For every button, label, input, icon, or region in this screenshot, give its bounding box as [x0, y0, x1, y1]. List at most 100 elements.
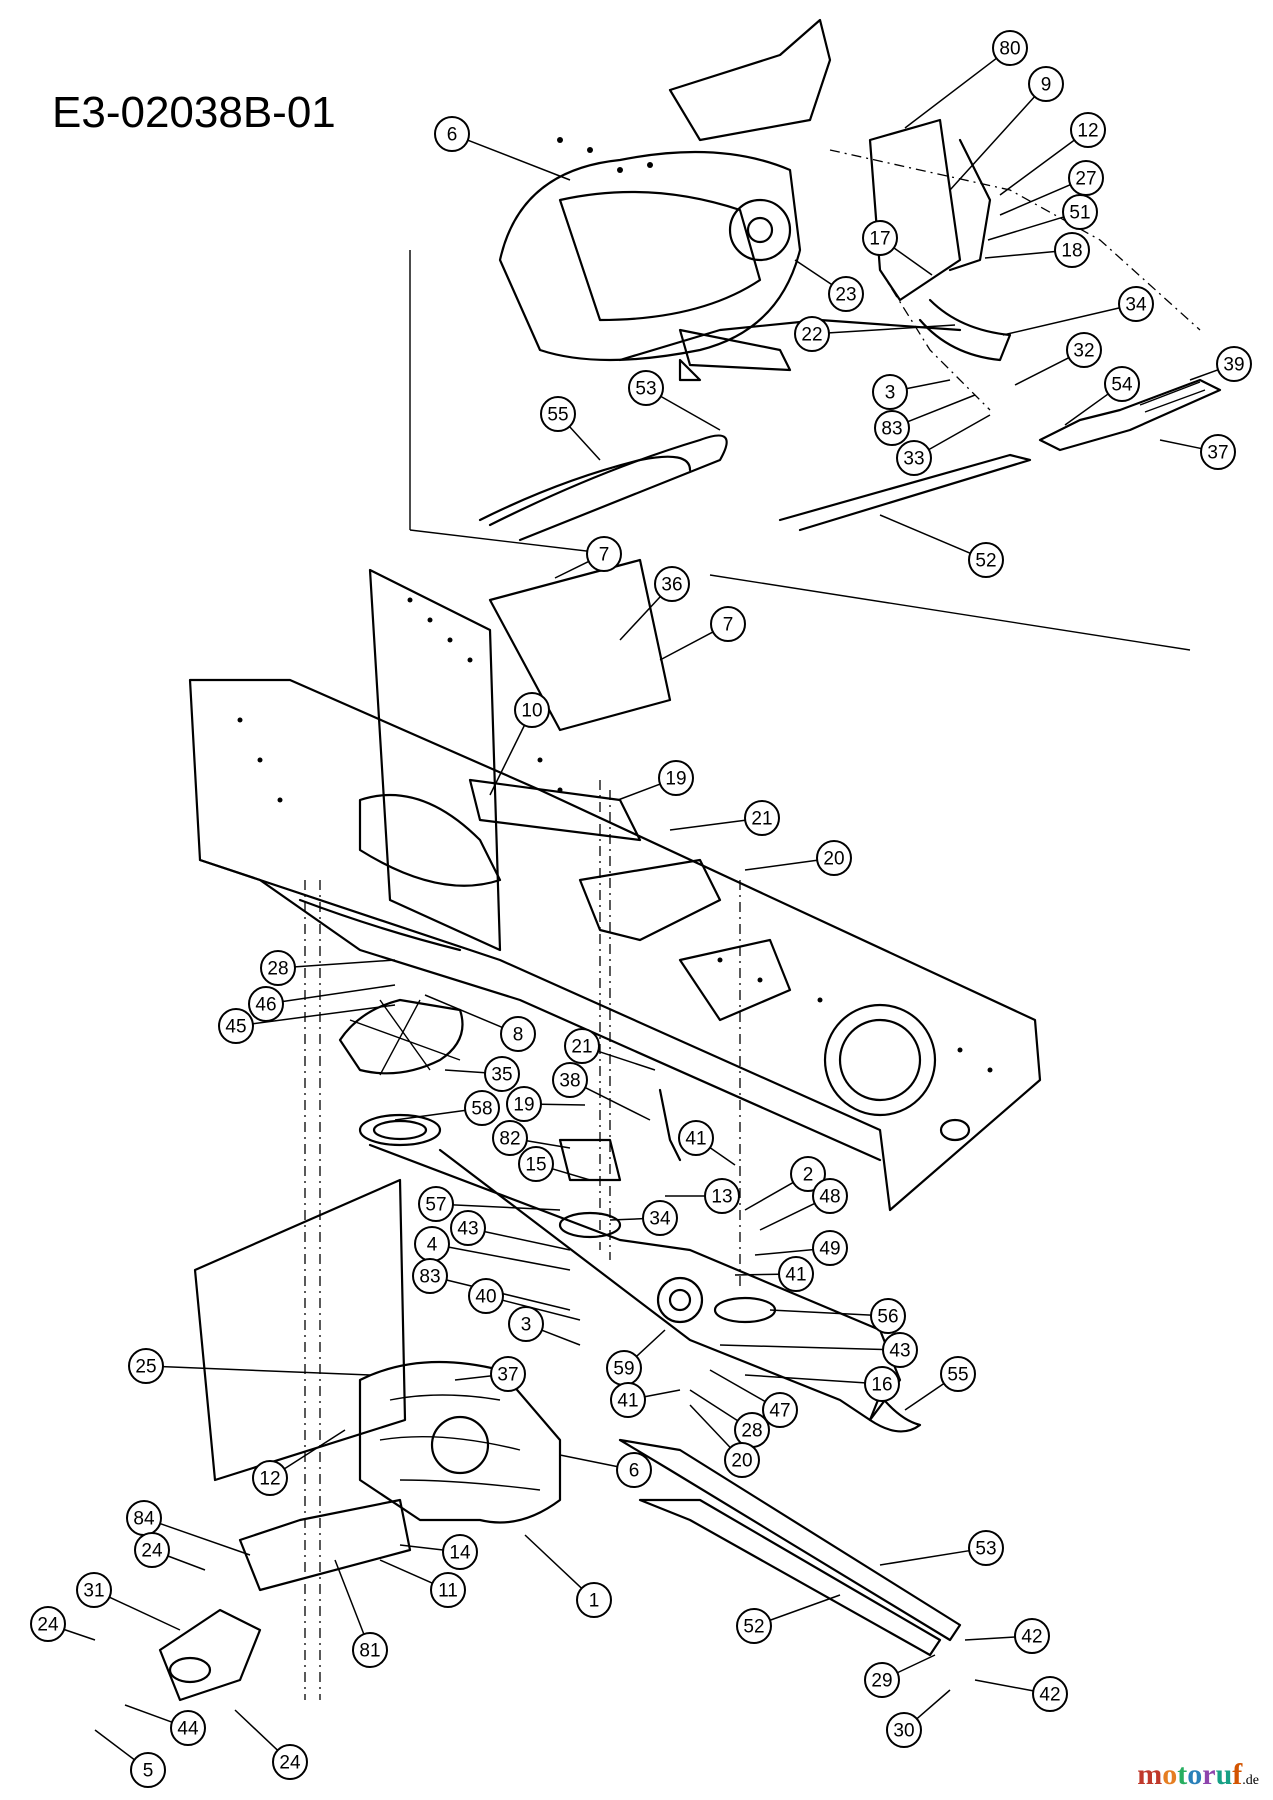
- callout-bubble: [1118, 286, 1154, 322]
- callout-leader: [719, 1344, 884, 1351]
- callout-38: 38: [552, 1062, 651, 1121]
- callout-leader: [252, 1004, 396, 1025]
- callout-label: 16: [871, 1375, 892, 1396]
- callout-leader: [452, 1204, 561, 1211]
- callout-label: 47: [769, 1401, 790, 1422]
- callout-label: 84: [133, 1509, 155, 1530]
- callout-bubble: [610, 1382, 646, 1418]
- callout-label: 51: [1069, 203, 1090, 224]
- callout-24: 24: [30, 1606, 96, 1642]
- callout-leader: [660, 395, 721, 431]
- watermark-letter: o: [1187, 1758, 1203, 1791]
- callout-label: 1: [589, 1591, 600, 1612]
- callout-label: 34: [649, 1209, 671, 1230]
- callout-53: 53: [879, 1530, 1004, 1566]
- watermark-letter: t: [1177, 1758, 1188, 1791]
- callout-34: 34: [1002, 286, 1154, 336]
- callout-leader: [904, 1382, 945, 1411]
- callout-label: 22: [801, 325, 822, 346]
- pulley-assembly: [338, 998, 902, 1422]
- callout-6: 6: [434, 116, 571, 181]
- callout-leader: [526, 1140, 571, 1149]
- callout-40: 40: [468, 1278, 581, 1321]
- watermark-letter: f: [1232, 1758, 1243, 1791]
- callout-7: 7: [659, 606, 746, 661]
- callout-bubble: [896, 440, 932, 476]
- chassis-frame: [188, 558, 1042, 1700]
- callout-label: 30: [893, 1721, 914, 1742]
- callout-34: 34: [609, 1200, 678, 1236]
- callout-bubble: [628, 370, 664, 406]
- callout-label: 27: [1075, 169, 1096, 190]
- callout-label: 81: [359, 1641, 380, 1662]
- callout-label: 44: [177, 1719, 199, 1740]
- callout-leader: [540, 1103, 586, 1106]
- callout-83: 83: [874, 394, 976, 446]
- callout-leader: [1064, 393, 1109, 426]
- callout-label: 25: [135, 1357, 156, 1378]
- callout-bubble: [260, 950, 296, 986]
- callout-leader: [734, 1273, 780, 1276]
- callout-bubble: [968, 542, 1004, 578]
- callout-leader: [759, 1202, 816, 1231]
- callout-label: 24: [279, 1753, 301, 1774]
- callout-bubble: [778, 1256, 814, 1292]
- callout-bubble: [464, 1090, 500, 1126]
- callout-label: 10: [521, 701, 542, 722]
- callout-bubble: [1032, 1676, 1068, 1712]
- callout-leader: [559, 1454, 618, 1468]
- callout-bubble: [442, 1534, 478, 1570]
- callout-56: 56: [769, 1298, 906, 1334]
- callout-bubble: [870, 1298, 906, 1334]
- callout-37: 37: [1159, 434, 1236, 470]
- callout-bubble: [940, 1356, 976, 1392]
- callout-bubble: [484, 1056, 520, 1092]
- callout-leader: [159, 1522, 251, 1556]
- callout-bubble: [1014, 1618, 1050, 1654]
- callout-36: 36: [619, 566, 690, 641]
- callout-39: 39: [1189, 346, 1252, 382]
- callout-bubble: [128, 1348, 164, 1384]
- callout-label: 29: [871, 1671, 892, 1692]
- callout-24: 24: [134, 1532, 206, 1571]
- callout-bubble: [882, 1332, 918, 1368]
- callout-leader: [744, 859, 818, 871]
- callout-leader: [1159, 439, 1202, 450]
- callout-bubble: [812, 1178, 848, 1214]
- callout-bubble: [1070, 112, 1106, 148]
- callout-25: 25: [128, 1348, 371, 1384]
- callout-leader: [689, 1389, 739, 1422]
- callout-bubble: [248, 986, 284, 1022]
- callout-42: 42: [974, 1676, 1068, 1712]
- callout-label: 28: [741, 1421, 762, 1442]
- callout-6: 6: [559, 1452, 652, 1488]
- callout-bubble: [736, 1608, 772, 1644]
- callout-leader: [999, 139, 1075, 196]
- callout-10: 10: [489, 692, 550, 796]
- callout-80: 80: [904, 30, 1028, 129]
- callout-13: 13: [665, 1178, 740, 1214]
- callout-bubble: [450, 1210, 486, 1246]
- callout-bubble: [492, 1120, 528, 1156]
- callout-label: 59: [613, 1359, 634, 1380]
- callout-leader: [744, 1181, 794, 1211]
- callout-bubble: [540, 396, 576, 432]
- callout-57: 57: [418, 1186, 561, 1222]
- callout-20: 20: [744, 840, 852, 876]
- callout-12: 12: [252, 1429, 346, 1496]
- callout-bubble: [434, 116, 470, 152]
- watermark-suffix: .de: [1242, 1773, 1259, 1788]
- callout-label: 19: [665, 769, 686, 790]
- callout-leader: [282, 984, 396, 1003]
- callout-leader: [754, 1248, 814, 1256]
- callout-bubble: [500, 1016, 536, 1052]
- callout-leader: [554, 560, 590, 579]
- frame-holes: [237, 597, 993, 1073]
- callout-43: 43: [719, 1332, 918, 1368]
- callout-bubble: [762, 1392, 798, 1428]
- callout-bubble: [862, 220, 898, 256]
- callout-leader: [669, 819, 746, 831]
- callout-label: 13: [711, 1187, 732, 1208]
- callout-leader: [424, 994, 503, 1029]
- callout-bubble: [864, 1662, 900, 1698]
